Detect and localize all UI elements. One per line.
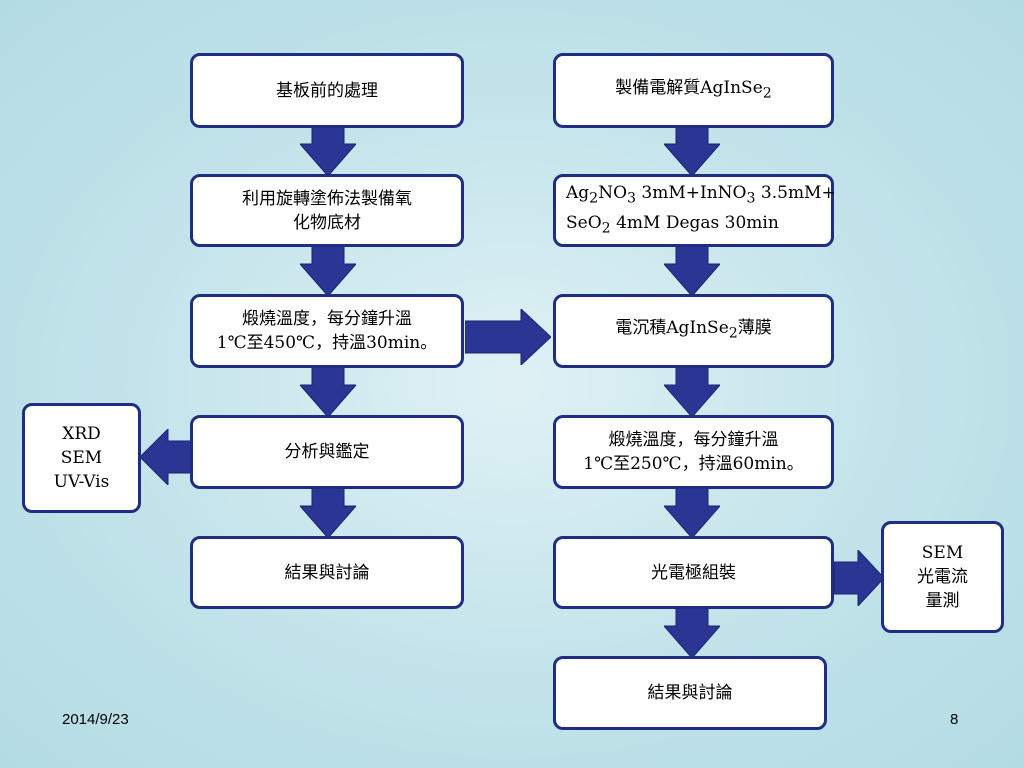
analysis-methods-label: XRD SEM UV-Vis	[53, 424, 110, 492]
reagent-degas: 4mM Degas 30min	[610, 212, 779, 233]
arrow-left-4-5	[300, 488, 356, 538]
left-step-substrate-pretreatment: 基板前的處理	[190, 53, 464, 128]
arrow-right-3-4	[664, 367, 720, 417]
left-step-5-label: 結果與討論	[284, 562, 370, 583]
right-step-3-subscript: 2	[728, 325, 738, 342]
arrow-cross-left-to-right	[465, 309, 551, 365]
left-step-4-label: 分析與鑑定	[284, 442, 370, 462]
right-step-electrodeposition: 電沉積AgInSe2薄膜	[553, 294, 834, 368]
arrow-right-4-5	[664, 488, 720, 538]
slide-date: 2014/9/23	[62, 711, 129, 728]
reagent-inno: 3mM+InNO	[636, 183, 747, 204]
right-step-1-text: 製備電解質AgInSe	[615, 77, 763, 98]
arrow-right-2-3	[664, 246, 720, 296]
photocurrent-measurement-box: SEM 光電流 量測	[881, 521, 1004, 633]
reagent-inno-sub: 3	[746, 190, 756, 207]
photocurrent-measurement-label: SEM 光電流 量測	[917, 543, 968, 611]
right-step-3-label: 電沉積AgInSe2薄膜	[615, 316, 772, 345]
left-step-1-label: 基板前的處理	[276, 80, 378, 101]
left-step-calcination: 煅燒溫度，每分鐘升溫 1℃至450℃，持溫30min。	[190, 294, 464, 368]
reagent-conc: 3.5mM+	[755, 183, 836, 204]
analysis-methods-box: XRD SEM UV-Vis	[22, 403, 141, 513]
reagent-ag-sub: 2	[589, 190, 599, 207]
arrow-left-2-3	[300, 246, 356, 296]
right-step-1-subscript: 2	[762, 85, 772, 102]
right-step-calcination: 煅燒溫度，每分鐘升溫 1℃至250℃，持溫60min。	[553, 415, 834, 489]
arrow-left-3-4	[300, 367, 356, 417]
left-step-3-label: 煅燒溫度，每分鐘升溫 1℃至450℃，持溫30min。	[216, 309, 438, 353]
right-step-reagents: Ag2NO3 3mM+InNO3 3.5mM+ SeO2 4mM Degas 3…	[553, 174, 836, 247]
reagent-no-sub: 3	[627, 190, 637, 207]
arrow-left-1-2	[300, 126, 356, 176]
reagent-ag: Ag	[566, 183, 590, 204]
reagent-no: NO	[598, 183, 627, 204]
arrow-to-photocurrent-box	[834, 550, 884, 606]
right-step-1-label: 製備電解質AgInSe2	[615, 76, 772, 105]
right-step-2-label: Ag2NO3 3mM+InNO3 3.5mM+ SeO2 4mM Degas 3…	[566, 181, 836, 240]
left-step-spin-coating: 利用旋轉塗佈法製備氧 化物底材	[190, 174, 464, 247]
left-step-results: 結果與討論	[190, 536, 464, 609]
left-step-analysis: 分析與鑑定	[190, 415, 464, 489]
reagent-seo-sub: 2	[601, 219, 611, 236]
right-step-6-label: 結果與討論	[647, 683, 733, 703]
arrow-right-5-6	[664, 608, 720, 658]
left-step-2-label: 利用旋轉塗佈法製備氧 化物底材	[242, 188, 412, 233]
arrow-right-1-2	[664, 126, 720, 176]
right-step-electrolyte-prep: 製備電解質AgInSe2	[553, 53, 834, 128]
right-step-photoelectrode-assembly: 光電極組裝	[553, 536, 834, 609]
right-step-3-text: 電沉積AgInSe	[615, 318, 729, 339]
right-step-3-suffix: 薄膜	[737, 318, 772, 339]
reagent-seo: SeO	[566, 212, 602, 233]
right-step-4-label: 煅燒溫度，每分鐘升溫 1℃至250℃，持溫60min。	[583, 430, 804, 474]
right-step-results: 結果與討論	[553, 656, 827, 730]
slide-page-number: 8	[950, 711, 959, 728]
right-step-5-label: 光電極組裝	[651, 562, 736, 583]
arrow-to-analysis-box	[140, 429, 192, 485]
